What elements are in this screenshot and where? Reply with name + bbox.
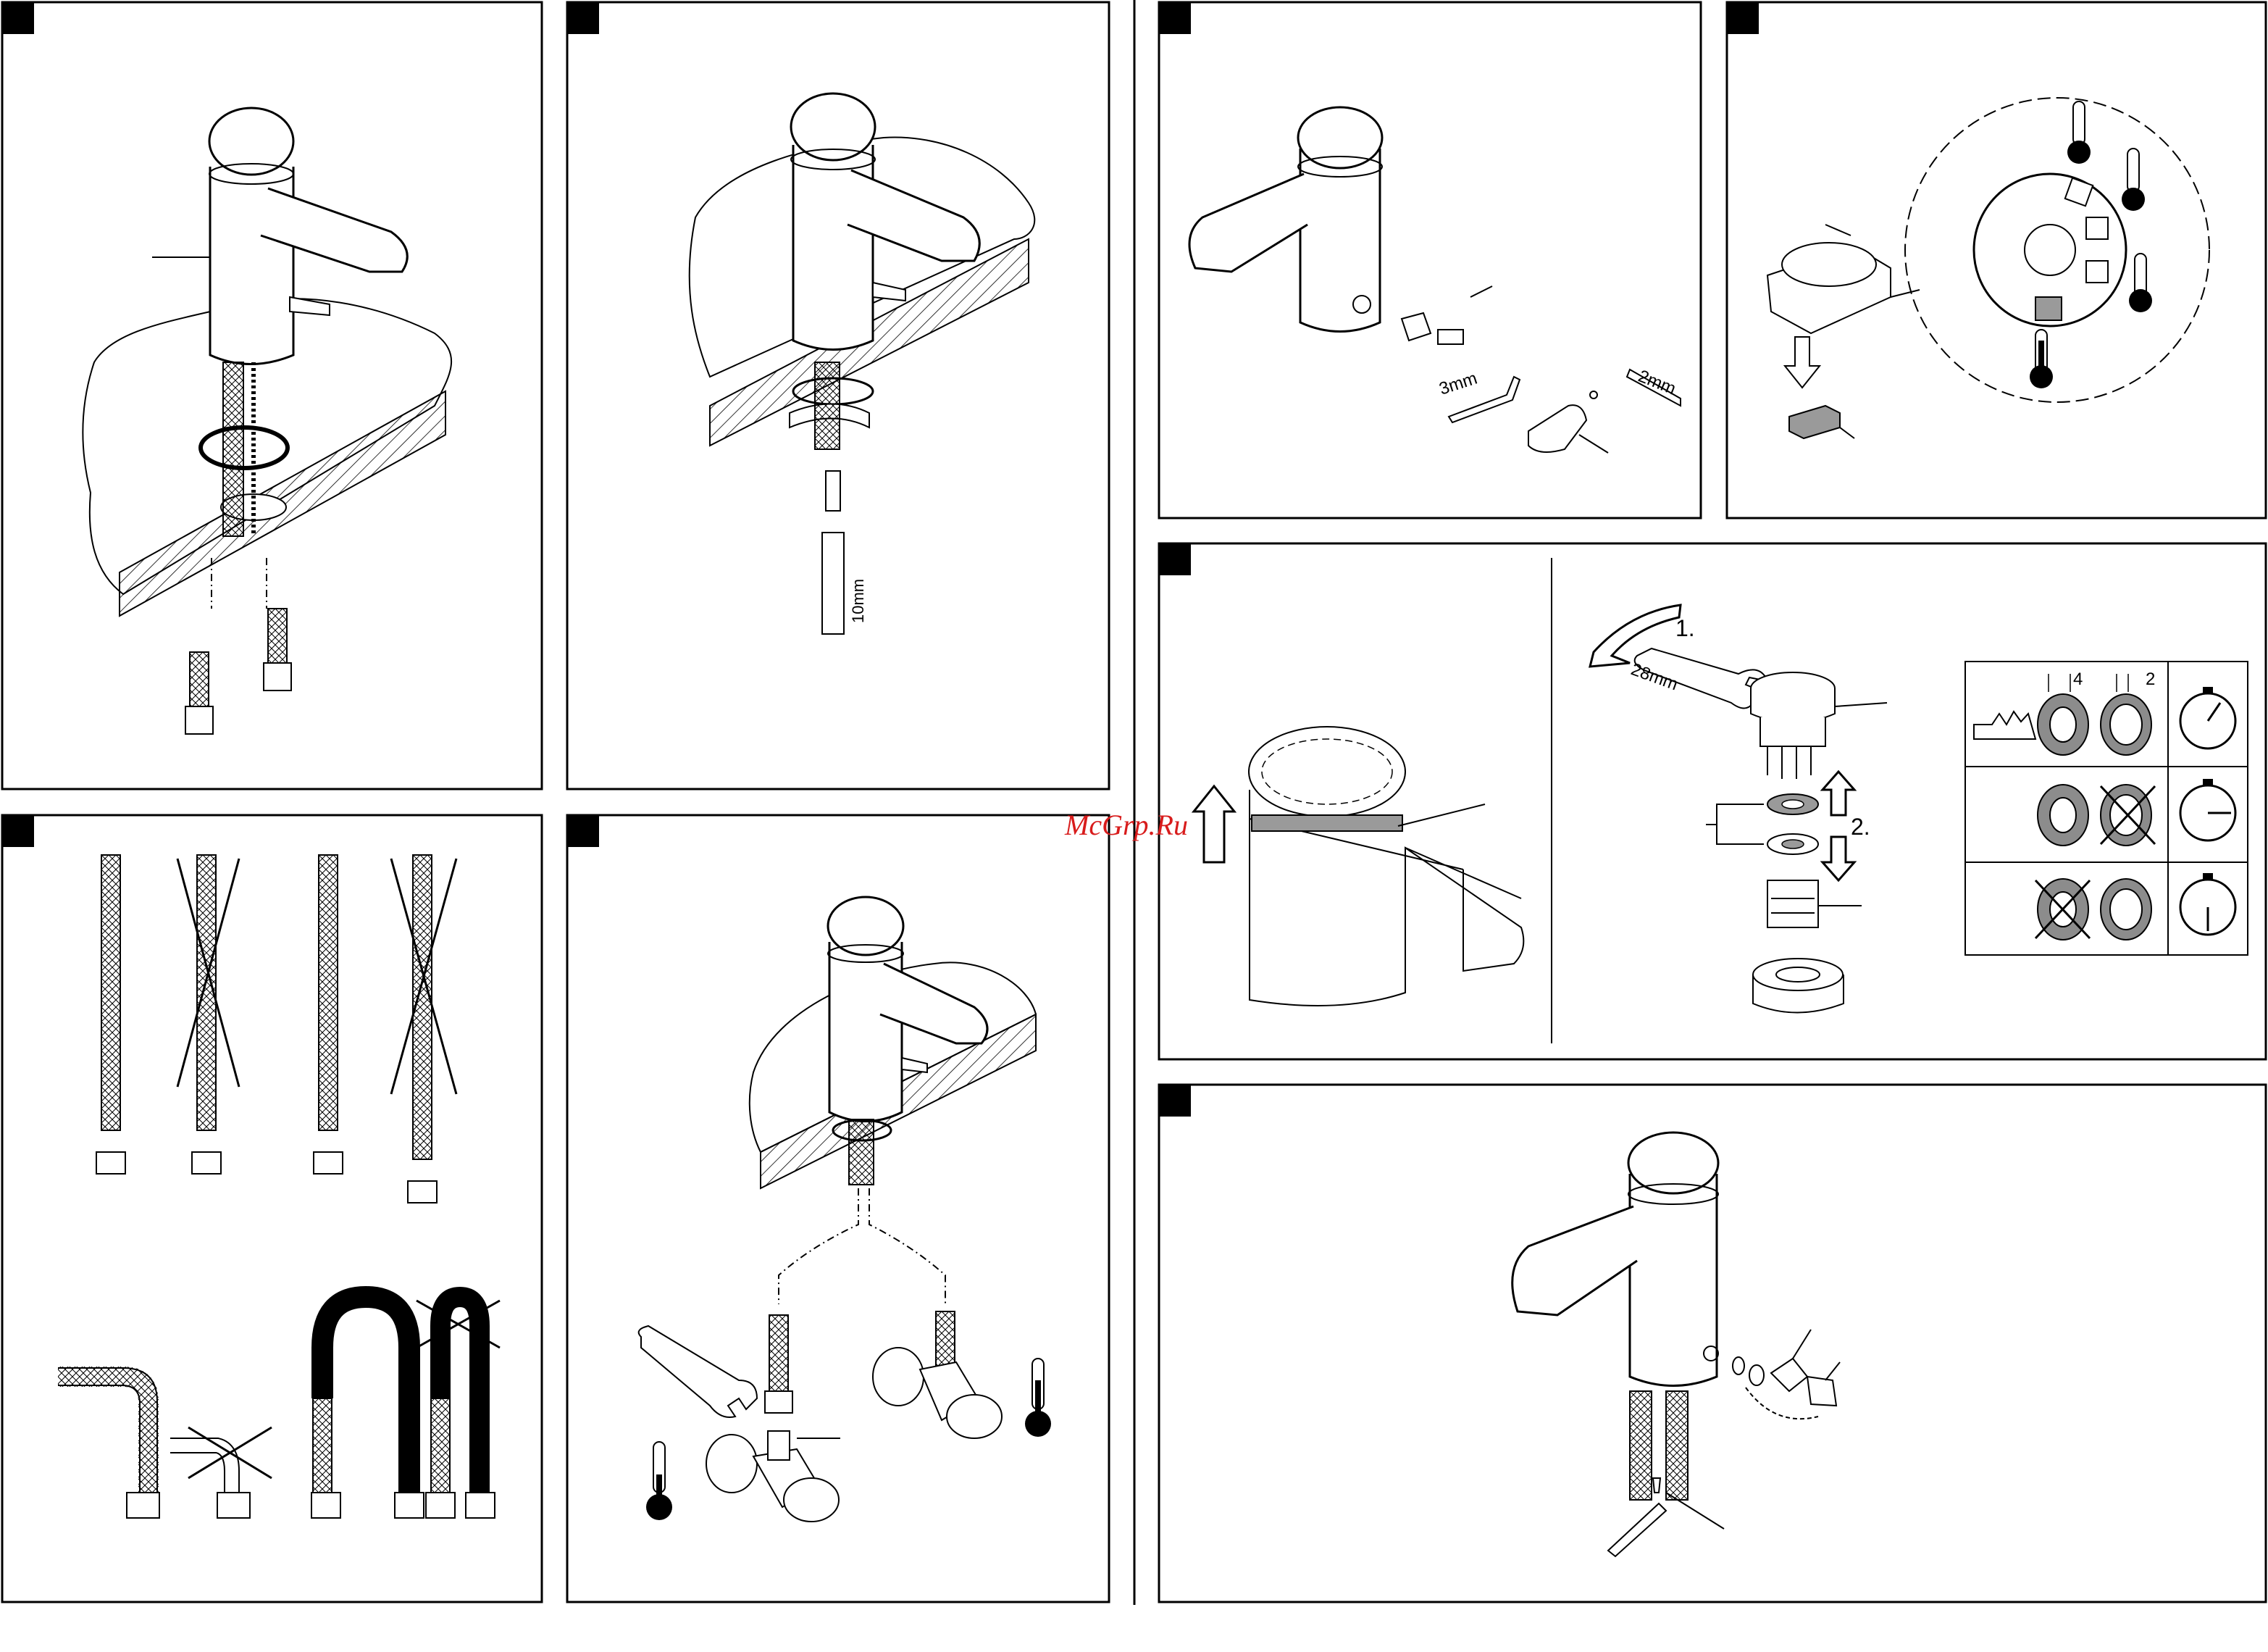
hose-loop-correct — [322, 1297, 409, 1493]
hot-thermometer-icon — [1025, 1359, 1051, 1437]
step-2-label: 2. — [1851, 814, 1870, 840]
up-down-arrow-icon — [1823, 772, 1854, 815]
panel-step-4 — [567, 815, 1109, 1602]
stopwatch-icon-3 — [2180, 873, 2235, 935]
angle-valve-cold — [706, 1431, 839, 1522]
panel-step-7: 1. 28mm 2. 4 — [1159, 543, 2266, 1059]
panel-step-1 — [2, 2, 542, 789]
stopwatch-icon — [2180, 687, 2235, 748]
panel-step-3 — [2, 815, 542, 1602]
hose-kinked-incorrect — [170, 1427, 272, 1518]
thermometer-icon-bottom — [2030, 330, 2053, 388]
watermark: McGrp.Ru — [1064, 809, 1188, 841]
panel-step-8 — [1159, 1085, 2266, 1602]
panel-step-2: 10mm — [567, 2, 1109, 789]
hose-tight-loop-incorrect — [417, 1297, 500, 1518]
hose-overlength-incorrect — [391, 855, 456, 1203]
thermometer-icon-right-top — [2122, 149, 2145, 211]
faucet-illustration — [209, 108, 407, 364]
hose-twisted-incorrect — [177, 855, 239, 1174]
step-1-label: 1. — [1675, 615, 1695, 641]
down-arrow-icon — [1785, 337, 1820, 388]
hose-straight-correct — [96, 855, 125, 1174]
hose-bent-correct — [58, 1377, 148, 1500]
hex-key-3mm-label: 3mm — [1437, 369, 1480, 399]
hex-key-icon — [1608, 1503, 1666, 1556]
washer-thin-label: 2 — [2146, 669, 2155, 689]
gray-band — [1252, 815, 1402, 831]
thermometer-icon-top — [2067, 101, 2091, 164]
hex-key-2mm-label: 2mm — [1636, 367, 1679, 399]
stopwatch-icon-2 — [2180, 779, 2235, 840]
step-number-box — [2, 2, 34, 34]
washer-thick-label: 4 — [2073, 669, 2083, 689]
hose-straight-correct-2 — [314, 855, 343, 1174]
up-arrow-icon — [1194, 786, 1234, 862]
flow-time-table: 4 2 — [1965, 662, 2248, 955]
thermometer-icon-right-bottom — [2129, 254, 2152, 312]
cold-thermometer-icon — [646, 1442, 672, 1520]
socket-size-label: 10mm — [849, 579, 867, 623]
panel-step-6 — [1727, 2, 2266, 518]
wrench-icon — [639, 1326, 757, 1417]
panel-step-5: 3mm 2mm — [1159, 2, 1701, 518]
